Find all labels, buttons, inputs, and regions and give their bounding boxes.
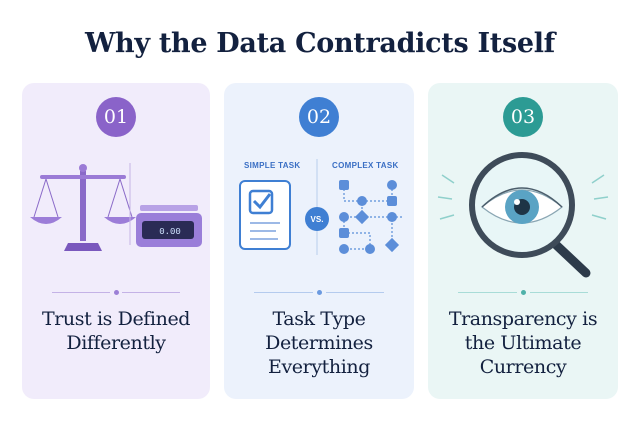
card-transparency: 03 Transparency is the Ultimate Currency — [428, 83, 618, 399]
card-heading: Task Type Determines Everything — [265, 308, 373, 378]
balance-scale-icon — [30, 164, 136, 251]
simple-task-label: SIMPLE TASK — [244, 161, 301, 170]
magnifying-glass-eye-icon — [437, 152, 609, 278]
magnifier-illustration — [437, 152, 609, 278]
card-number-badge: 02 — [299, 97, 339, 137]
card-heading: Trust is Defined Differently — [41, 308, 191, 354]
card-separator — [254, 287, 384, 299]
card-separator — [52, 287, 180, 299]
card-trust: 01 0.00 Trust is Defined Differently — [22, 83, 210, 399]
vs-badge — [305, 207, 329, 231]
vs-label: VS. — [311, 215, 324, 224]
checklist-icon — [239, 180, 291, 250]
card-task-type: 02 SIMPLE TASK COMPLEX TASK VS. — [224, 83, 414, 399]
digital-scale-icon: 0.00 — [136, 205, 202, 247]
complex-task-label: COMPLEX TASK — [332, 161, 399, 170]
card-separator — [458, 287, 588, 299]
card-number-badge: 03 — [503, 97, 543, 137]
scale-readout: 0.00 — [159, 227, 181, 237]
task-illustration: VS. — [239, 159, 402, 255]
card-heading: Transparency is the Ultimate Currency — [448, 308, 598, 378]
card-number-badge: 01 — [96, 97, 136, 137]
scales-illustration: 0.00 — [30, 163, 202, 251]
page-title: Why the Data Contradicts Itself — [84, 28, 556, 59]
